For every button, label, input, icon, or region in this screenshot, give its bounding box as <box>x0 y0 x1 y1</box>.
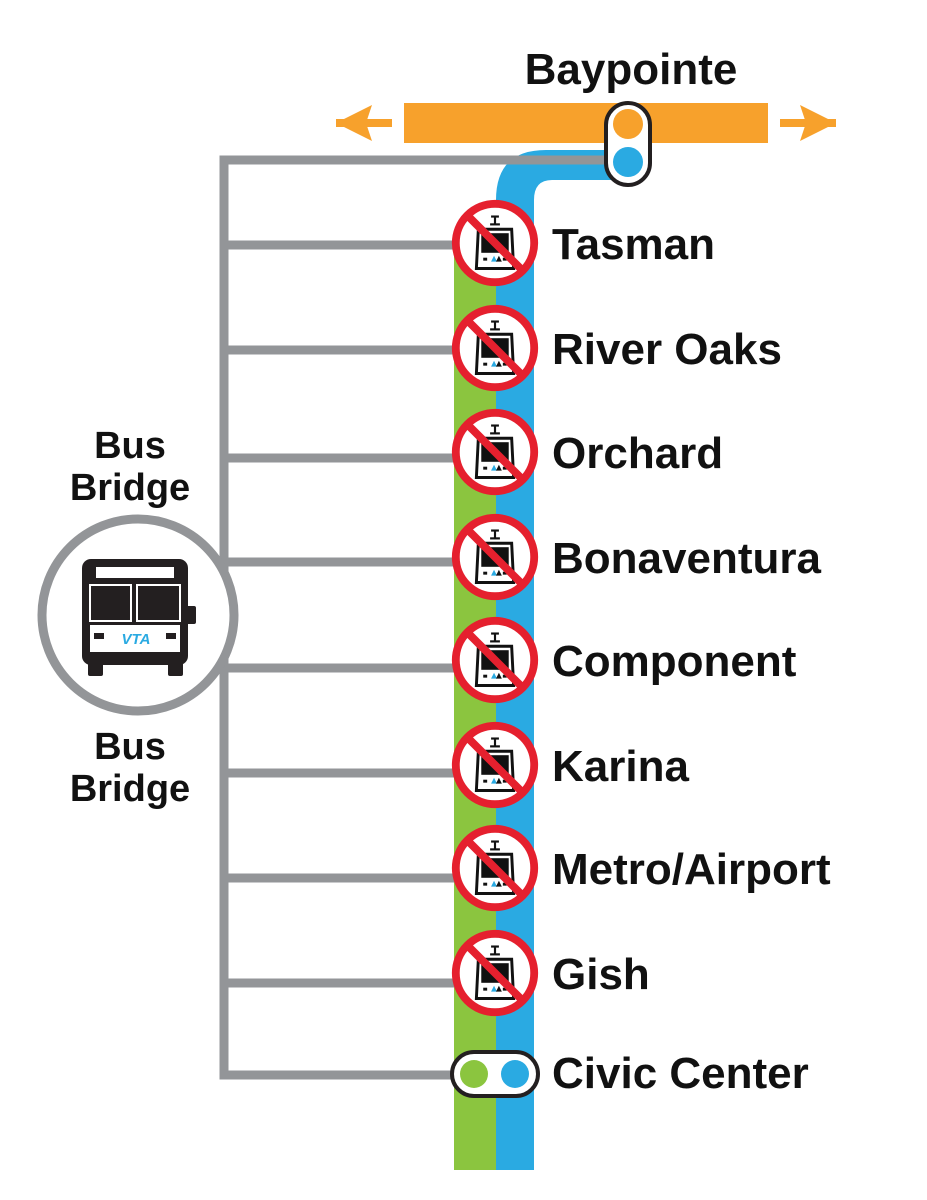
bus-bridge-label-top-line-1: Bus <box>94 425 166 467</box>
baypointe-label: Baypointe <box>525 45 738 94</box>
station-component[interactable]: Component <box>453 618 797 702</box>
bus-bridge-icon: VTA <box>37 514 239 716</box>
no-train-icon <box>453 306 537 390</box>
station-label: Orchard <box>552 429 723 478</box>
no-train-icon <box>453 723 537 807</box>
station-label: Karina <box>552 742 689 791</box>
station-label: Gish <box>552 950 650 999</box>
civic-center-station[interactable]: Civic Center <box>450 1049 809 1098</box>
no-train-icon <box>453 410 537 494</box>
no-train-icon <box>453 515 537 599</box>
baypointe-station[interactable]: Baypointe <box>525 45 738 187</box>
station-metro-airport[interactable]: Metro/Airport <box>453 826 831 910</box>
bus-bridge-label-top-line-2: Bridge <box>70 467 190 509</box>
no-train-icon <box>453 618 537 702</box>
station-label: Bonaventura <box>552 534 821 583</box>
station-label: River Oaks <box>552 325 782 374</box>
no-train-icon <box>453 931 537 1015</box>
green-line <box>454 250 496 1170</box>
station-label: Metro/Airport <box>552 845 831 894</box>
civic-center-label: Civic Center <box>552 1049 809 1098</box>
station-karina[interactable]: Karina <box>453 723 690 807</box>
station-label: Component <box>552 637 797 686</box>
bus-bridge-label-bottom-line-2: Bridge <box>70 768 190 810</box>
no-train-icon <box>453 826 537 910</box>
vta-logo: VTA <box>122 631 151 648</box>
station-orchard[interactable]: Orchard <box>453 410 723 494</box>
station-bonaventura[interactable]: Bonaventura <box>453 515 822 599</box>
blue-line <box>496 150 626 1170</box>
station-tasman[interactable]: Tasman <box>453 201 715 285</box>
station-river-oaks[interactable]: River Oaks <box>453 306 782 390</box>
station-label: Tasman <box>552 220 715 269</box>
bus-bridge-label-bottom-line-1: Bus <box>94 726 166 768</box>
no-train-icon <box>453 201 537 285</box>
bus-bridge-lines <box>219 155 610 1080</box>
bus-icon <box>82 559 196 676</box>
station-gish[interactable]: Gish <box>453 931 650 1015</box>
orange-line <box>336 103 836 143</box>
